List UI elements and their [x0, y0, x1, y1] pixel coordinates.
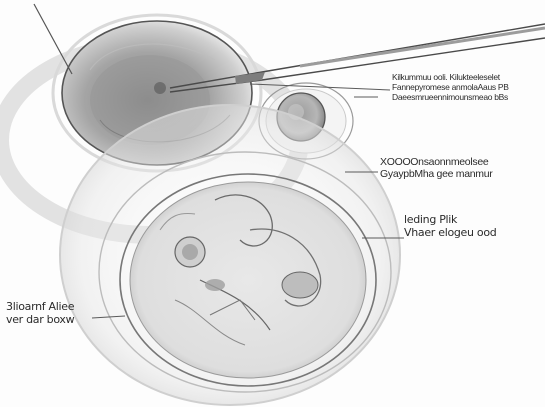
- label-embryo-line2: Vhaer elogeu ood: [404, 227, 496, 240]
- label-egg-line2: GyaypbMha gee manmur: [380, 168, 492, 180]
- label-egg-line1: XOOOOnsaonnmeolsee: [380, 156, 492, 168]
- label-embryo: leding Plik Vhaer elogeu ood: [404, 214, 496, 239]
- label-left: 3lioarnf Aliee ver dar boxw: [6, 301, 74, 326]
- label-left-line1: 3lioarnf Aliee: [6, 301, 74, 314]
- label-injection-line3: Daeesmrueennimounsmeao bBs: [392, 93, 509, 103]
- label-injection: Kilkummuu ooli. Kilukteeleselet Fannepyr…: [392, 73, 509, 102]
- label-egg: XOOOOnsaonnmeolsee GyaypbMha gee manmur: [380, 156, 492, 180]
- label-left-line2: ver dar boxw: [6, 314, 74, 327]
- label-embryo-line1: leding Plik: [404, 214, 496, 227]
